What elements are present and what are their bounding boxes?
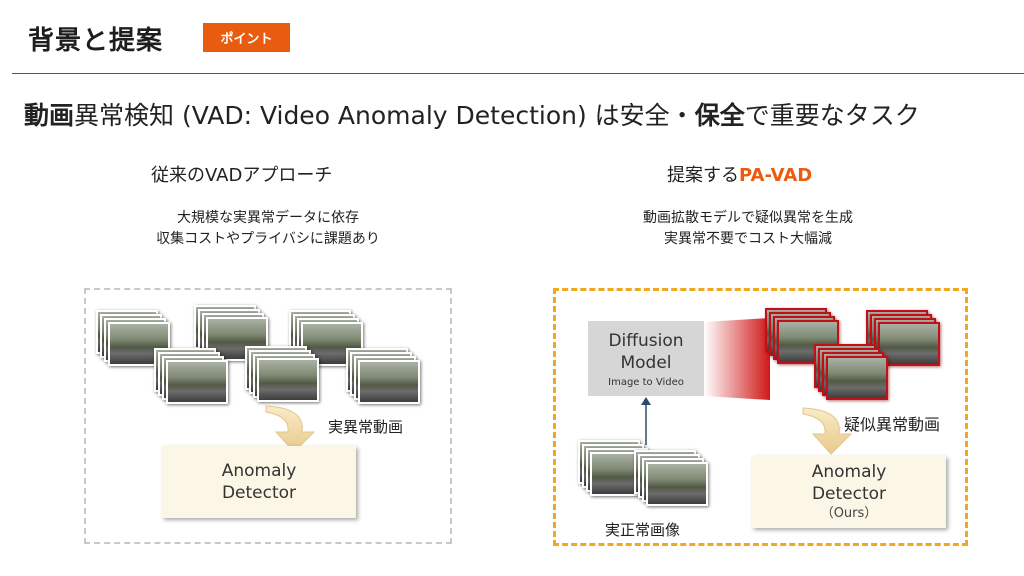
generation-beam	[704, 318, 770, 400]
right-desc-line2: 実異常不要でコスト大幅減	[664, 231, 832, 247]
up-arrow-icon	[641, 397, 651, 445]
curved-arrow-icon	[265, 405, 316, 453]
proposed-detector-line2: Detector	[811, 484, 887, 504]
pseudo-anomaly-label: 疑似異常動画	[844, 415, 941, 434]
diffusion-line2: Model	[620, 352, 672, 373]
headline-part1: 動画	[24, 101, 75, 130]
conventional-detector: Anomaly Detector	[162, 446, 356, 518]
headline-part4: で重要なタスク	[744, 101, 920, 130]
proposed-detector-line3: （Ours）	[820, 506, 878, 521]
page-title: 背景と提案	[28, 26, 164, 56]
right-description: 動画拡散モデルで疑似異常を生成 実異常不要でコスト大幅減	[588, 208, 908, 250]
curved-arrow-icon	[802, 407, 853, 455]
right-desc-line1: 動画拡散モデルで疑似異常を生成	[643, 210, 853, 226]
diffusion-model-box: Diffusion Model Image to Video	[588, 321, 704, 396]
headline: 動画異常検知 (VAD: Video Anomaly Detection) は安…	[24, 96, 920, 132]
left-desc-line2: 収集コストやプライバシに課題あり	[156, 231, 380, 247]
proposal-frame	[553, 288, 968, 546]
real-anomaly-label: 実異常動画	[328, 418, 404, 436]
headline-part2: 異常検知 (VAD: Video Anomaly Detection) は安全・	[74, 101, 695, 130]
title-divider	[12, 73, 1024, 74]
headline-part3: 保全	[694, 101, 745, 130]
diffusion-line3: Image to Video	[608, 376, 684, 388]
right-heading: 提案するPA-VAD	[667, 161, 812, 187]
real-normal-label: 実正常画像	[605, 521, 681, 539]
pa-vad-name: PA-VAD	[739, 165, 813, 186]
right-heading-prefix: 提案する	[667, 165, 739, 186]
diffusion-line1: Diffusion	[608, 330, 684, 351]
left-heading: 従来のVADアプローチ	[151, 165, 333, 186]
point-badge: ポイント	[203, 23, 290, 52]
conventional-detector-line2: Detector	[221, 483, 297, 503]
conventional-detector-line1: Anomaly	[221, 461, 297, 481]
left-description: 大規模な実異常データに依存 収集コストやプライバシに課題あり	[98, 208, 438, 250]
proposed-detector: Anomaly Detector （Ours）	[752, 456, 946, 528]
left-desc-line1: 大規模な実異常データに依存	[177, 210, 359, 226]
proposed-detector-line1: Anomaly	[811, 462, 887, 482]
conventional-frame	[84, 288, 452, 544]
